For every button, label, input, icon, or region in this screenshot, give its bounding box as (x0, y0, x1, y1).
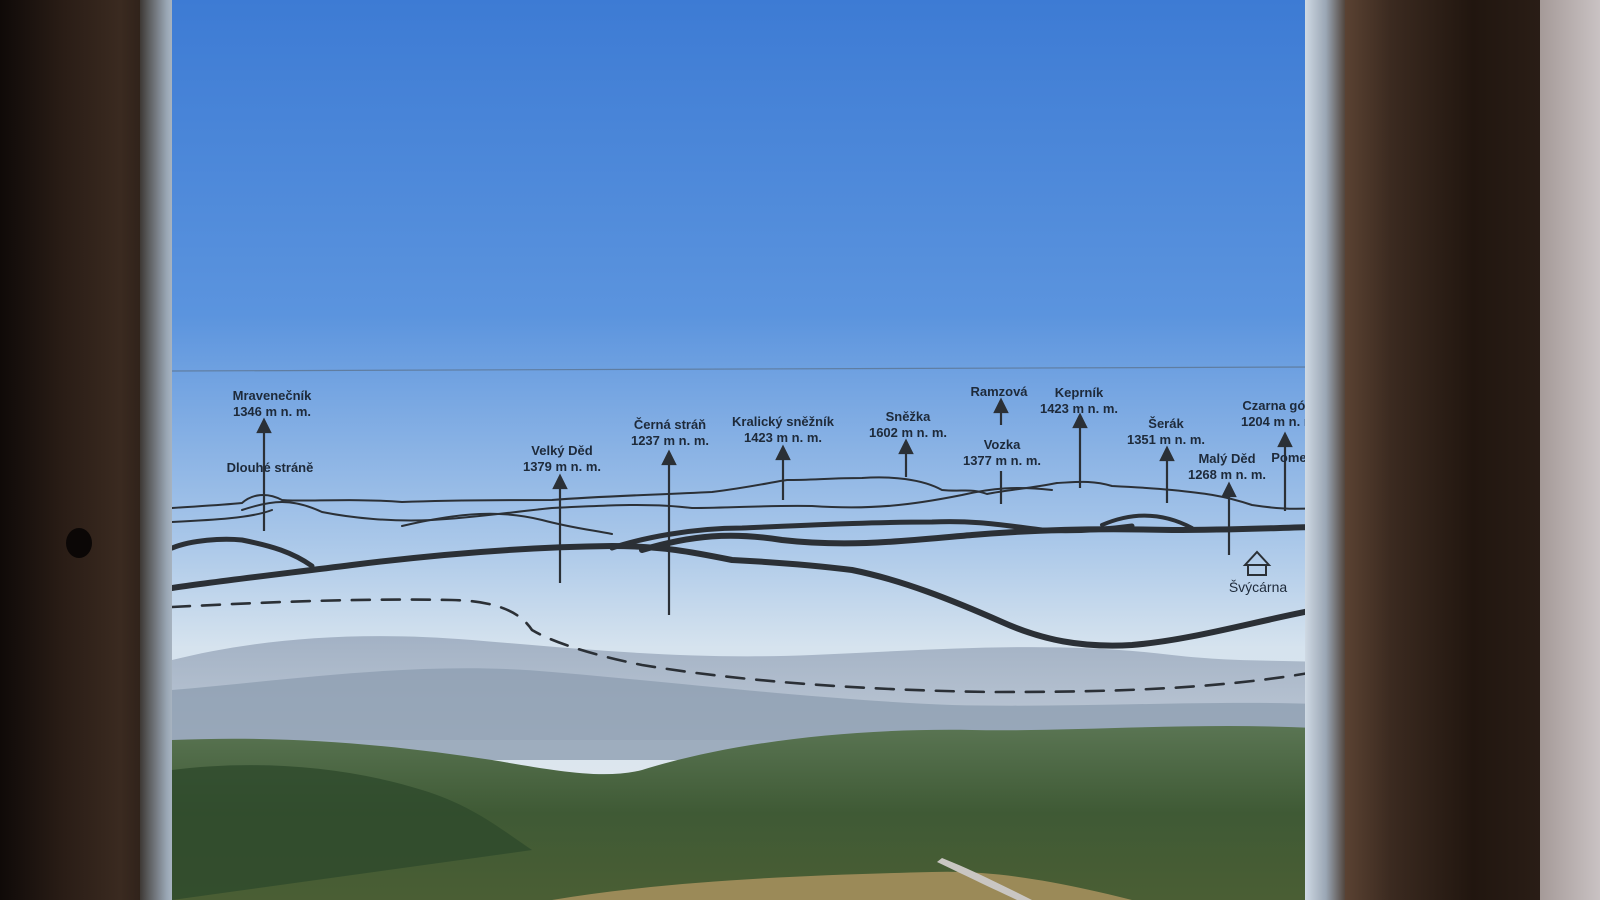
panorama-scene: Mravenečník 1346 m n. m. Dlouhé stráně V… (172, 0, 1315, 900)
peak-altitude-keprnik: 1423 m n. m. (1040, 401, 1118, 416)
landmark-name-svycarna: Švýcárna (1229, 579, 1288, 595)
peak-name-snezka: Sněžka (886, 409, 932, 424)
peak-pointers (256, 397, 1293, 615)
peak-name-cerna-stran: Černá stráň (634, 417, 706, 432)
peak-altitude-kralicky-sneznik: 1423 m n. m. (744, 430, 822, 445)
peak-altitude-velky-ded: 1379 m n. m. (523, 459, 601, 474)
peak-name-maly-ded: Malý Děd (1198, 451, 1255, 466)
peak-altitude-maly-ded: 1268 m n. m. (1188, 467, 1266, 482)
peak-altitude-cerna-stran: 1237 m n. m. (631, 433, 709, 448)
road (937, 858, 1032, 900)
peak-altitude-snezka: 1602 m n. m. (869, 425, 947, 440)
peak-altitude-czarna-gora: 1204 m n. m. (1241, 414, 1315, 429)
peak-altitude-mravenecnik: 1346 m n. m. (233, 404, 311, 419)
peak-name-kralicky-sneznik: Kralický sněžník (732, 414, 835, 429)
glass-seam (172, 366, 1315, 372)
peak-name-dlouhe-strane: Dlouhé stráně (227, 460, 314, 475)
peak-name-keprnik: Keprník (1055, 385, 1104, 400)
peak-altitude-vozka: 1377 m n. m. (963, 453, 1041, 468)
peak-name-pomezi: Pomezí (1271, 450, 1315, 465)
window-jamb-right (1305, 0, 1347, 900)
window-latch (66, 528, 92, 558)
peak-name-czarna-gora: Czarna góra (1242, 398, 1315, 413)
peak-name-vozka: Vozka (984, 437, 1021, 452)
wall-edge (1540, 0, 1600, 900)
hut-icon (1242, 550, 1272, 576)
peak-name-velky-ded: Velký Děd (531, 443, 592, 458)
peak-name-mravenecnik: Mravenečník (233, 388, 313, 403)
peak-name-ramzova: Ramzová (970, 384, 1028, 399)
panorama-drawing (172, 476, 1315, 694)
peak-altitude-serak: 1351 m n. m. (1127, 432, 1205, 447)
peak-name-serak: Šerák (1148, 416, 1184, 431)
window-glass: Mravenečník 1346 m n. m. Dlouhé stráně V… (172, 0, 1315, 900)
forest-shadow (172, 765, 532, 900)
peak-labels: Mravenečník 1346 m n. m. Dlouhé stráně V… (227, 384, 1315, 595)
